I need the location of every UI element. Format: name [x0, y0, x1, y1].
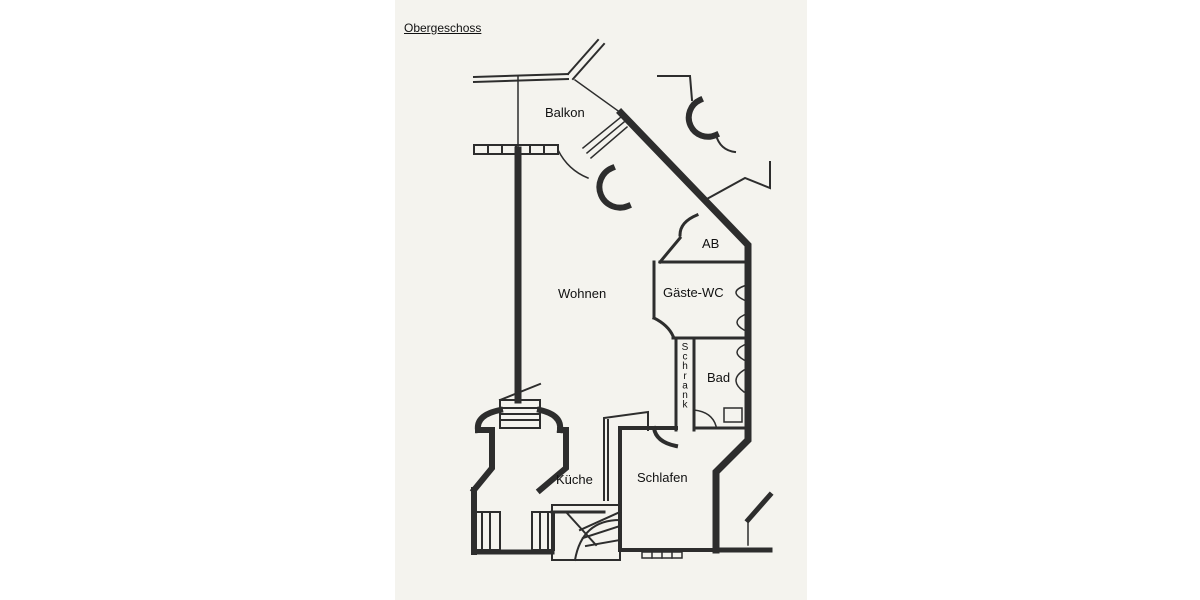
bay-window-middle — [596, 164, 632, 211]
wc-fixtures — [735, 285, 746, 332]
lower-railings — [473, 511, 555, 551]
wc-room-walls — [651, 260, 750, 340]
room-label-gaeste-wc: Gäste-WC — [663, 285, 724, 300]
staircase — [551, 504, 622, 562]
bay-window-upper — [685, 96, 720, 140]
corner-stair-bottom-right — [713, 491, 774, 553]
room-label-wohnen: Wohnen — [558, 286, 606, 301]
schlafen-window — [641, 551, 683, 559]
room-label-ab: AB — [702, 236, 719, 251]
plan-sheet — [395, 0, 807, 600]
bad-fixtures — [693, 343, 746, 427]
room-label-schlafen: Schlafen — [637, 470, 688, 485]
balcony-railing-top — [472, 38, 606, 84]
ab-room-walls — [657, 213, 750, 265]
room-label-balkon: Balkon — [545, 105, 585, 120]
corner-stair-right — [703, 161, 771, 202]
room-label-kueche: Küche — [556, 472, 593, 487]
wall-diagonal — [616, 108, 752, 554]
room-label-bad: Bad — [707, 370, 730, 385]
tower-stair — [498, 378, 542, 429]
bay-window-upper-arms — [657, 75, 737, 154]
schrank-walls — [674, 336, 696, 432]
balcony-door — [556, 78, 629, 179]
plan-title: Obergeschoss — [404, 21, 482, 35]
kueche-walls — [603, 410, 649, 501]
schlafen-walls — [618, 425, 718, 552]
